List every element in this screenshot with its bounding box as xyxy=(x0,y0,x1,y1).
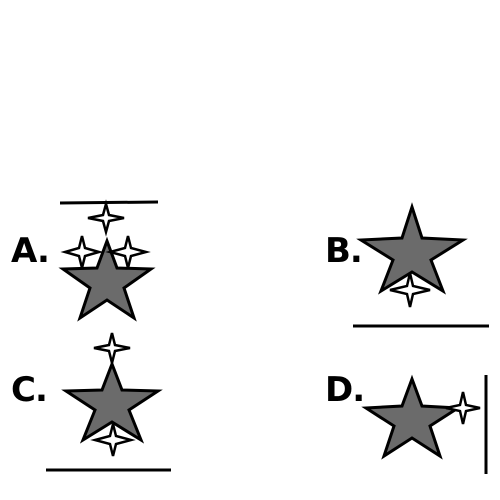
option-d-sparkle-icon xyxy=(445,391,481,425)
option-c-sparkle-bottom-icon xyxy=(90,423,136,457)
option-d-star-icon xyxy=(361,374,463,460)
option-a-sparkle-left-icon xyxy=(60,235,104,269)
option-b-figure xyxy=(353,202,489,328)
option-b-label: B. xyxy=(325,231,363,271)
option-b-star-icon xyxy=(356,202,468,295)
option-a-label: A. xyxy=(11,231,50,271)
option-a-top-line xyxy=(59,200,159,205)
option-c-figure xyxy=(46,332,171,472)
option-d-figure xyxy=(361,374,488,474)
option-d-label: D. xyxy=(325,370,365,410)
option-c-sparkle-top-icon xyxy=(93,332,131,364)
option-a-figure xyxy=(58,199,159,322)
option-a-sparkle-right-icon xyxy=(105,235,151,269)
option-a-sparkle-top-icon xyxy=(87,199,125,237)
option-a-star-icon xyxy=(58,236,156,322)
option-c-star-icon xyxy=(61,359,163,444)
option-c-label: C. xyxy=(11,370,48,410)
option-b-sparkle-icon xyxy=(389,272,431,308)
